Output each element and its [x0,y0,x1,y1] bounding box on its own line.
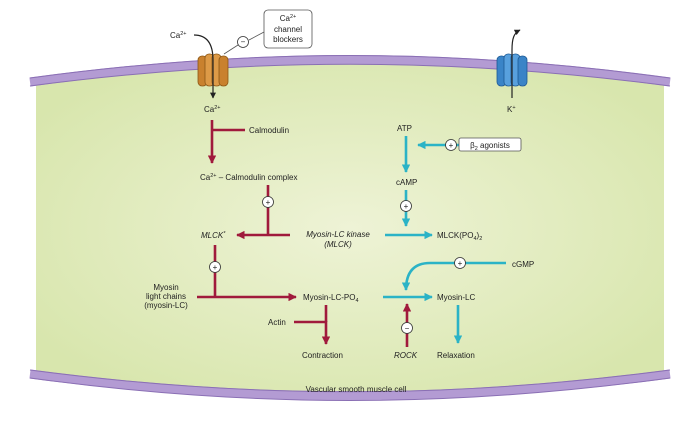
calmodulin-label: Calmodulin [249,126,289,135]
cgmp-stimulation-arrow [401,261,506,291]
cgmp-label: cGMP [512,260,534,269]
blockers-minus-sign [237,36,249,48]
cell-membrane-bottom [29,369,671,401]
cgmp-plus-sign [454,257,466,269]
beta-agonist-label: β2 agonists [470,141,510,152]
camp-plus-text: + [404,202,409,211]
cell-cytoplasm [36,63,664,393]
beta-agonist-plus-text: + [449,141,454,150]
potassium-efflux-arrow [511,29,521,98]
blockers-minus-text: − [241,38,246,47]
contraction-label: Contraction [302,351,343,360]
complex-plus-sign [262,196,274,208]
mlck-abbrev-label: (MLCK) [324,240,352,249]
calcium-channel [197,53,229,87]
rock-label: ROCK [394,351,418,360]
potassium-label: K+ [507,105,516,114]
rock-minus-sign [401,322,413,334]
complex-plus-text: + [266,198,271,207]
cell-membrane-top [29,55,671,87]
cell-caption: Vascular smooth muscle cell [306,385,407,394]
calcium-outside-label: Ca2+ [170,31,187,40]
cell-membrane-bottom-outline [29,369,671,393]
mlck-active-label: MLCK* [201,231,226,240]
camp-label: cAMP [396,178,417,187]
calcium-calmodulin-complex-label: Ca2+ – Calmodulin complex [200,173,297,182]
actin-label: Actin [268,318,286,327]
myosin-light-chains-label-line2: light chains [146,292,186,301]
myosin-lc-po4-label: Myosin-LC-PO4 [303,293,359,304]
mlck-po4-label: MLCK(PO4)2 [437,231,482,242]
myosin-light-chains-label-line3: (myosin-LC) [144,301,188,310]
beta-agonist-box [458,137,522,152]
blockers-to-channel-line [223,44,239,55]
mlck-plus-text: + [213,263,218,272]
blockers-box [263,9,313,49]
blockers-label-line3: blockers [273,35,303,44]
blockers-label-line2: channel [274,25,302,34]
relaxation-label: Relaxation [437,351,475,360]
myosin-lc-kinase-label: Myosin-LC kinase [306,230,370,239]
beta-agonist-plus-sign [445,139,457,151]
myosin-light-chains-label-line1: Myosin [153,283,178,292]
atp-label: ATP [397,124,412,133]
rock-minus-text: − [405,324,410,333]
blockers-label-line1: Ca2+ [280,14,297,23]
cell [29,55,671,401]
calcium-influx-arrow [193,34,216,99]
cell-membrane-top-outline [29,55,671,79]
cgmp-plus-text: + [458,259,463,268]
camp-plus-sign [400,200,412,212]
calcium-inside-label: Ca2+ [204,105,221,114]
cell-membrane-bottom-inline [29,377,671,401]
potassium-channel [496,53,528,87]
mlck-plus-sign [209,261,221,273]
blockers-inhibition-line [248,31,265,41]
myosin-lc-label: Myosin-LC [437,293,475,302]
cell-membrane-top-inline [29,63,671,87]
